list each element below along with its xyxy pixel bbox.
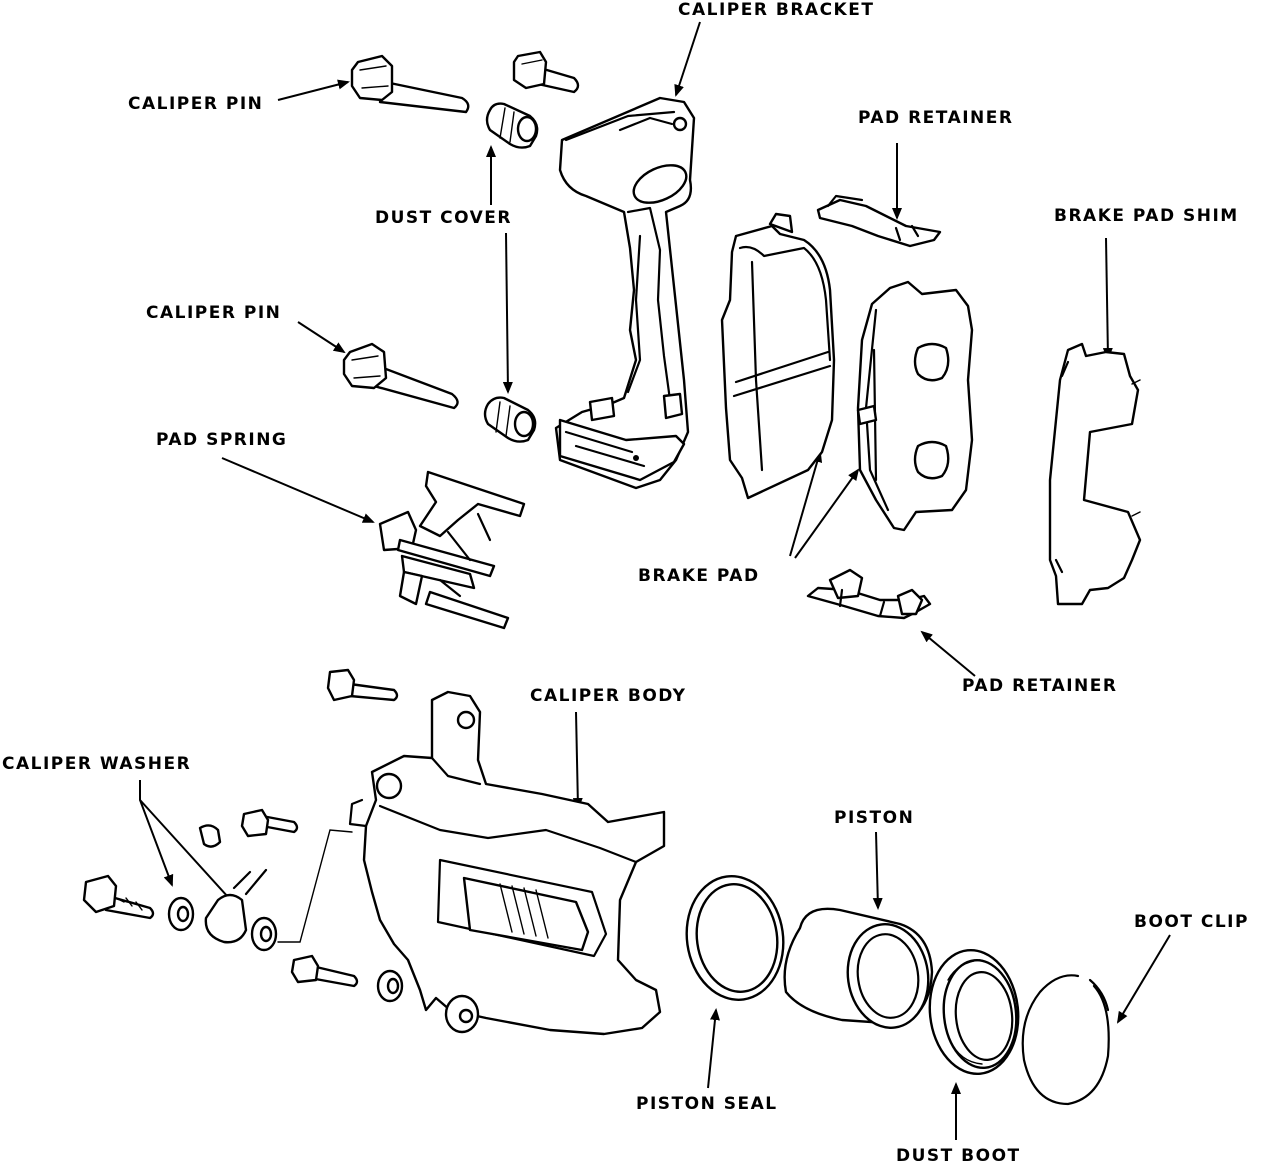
caliper-pin-mid	[342, 342, 459, 410]
label-caliper-pin-top: CALIPER PIN	[128, 94, 264, 114]
label-pad-spring: PAD SPRING	[156, 430, 288, 450]
banjo-fitting	[204, 868, 268, 944]
leader-caliper-body	[572, 711, 583, 810]
pad-spring	[378, 470, 526, 630]
leader-piston-seal	[707, 1008, 720, 1089]
piston	[783, 907, 934, 1029]
bleeder-screw	[198, 808, 299, 848]
label-dust-boot: DUST BOOT	[896, 1146, 1021, 1166]
dust-boot	[928, 948, 1020, 1076]
leader-boot-clip	[1116, 934, 1171, 1024]
pad-retainer-top	[816, 194, 942, 248]
label-caliper-body: CALIPER BODY	[530, 686, 687, 706]
leader-caliper-pin-top	[277, 79, 350, 101]
bolt-lower	[290, 954, 359, 988]
brake-pad-front	[720, 212, 836, 500]
label-caliper-washer: CALIPER WASHER	[2, 754, 192, 774]
label-brake-pad: BRAKE PAD	[638, 566, 760, 586]
label-brake-pad-shim: BRAKE PAD SHIM	[1054, 206, 1239, 226]
label-pad-retainer-bottom: PAD RETAINER	[962, 676, 1118, 696]
caliper-pin-top	[350, 54, 470, 114]
bleed-bolt-top	[326, 668, 399, 702]
caliper-body	[348, 690, 666, 1036]
leader-caliper-bracket	[674, 21, 701, 97]
pin-boot	[376, 969, 404, 1003]
caliper-bracket	[554, 96, 696, 490]
label-piston: PISTON	[834, 808, 915, 828]
label-caliper-bracket: CALIPER BRACKET	[678, 0, 875, 20]
bolt-top	[512, 50, 580, 94]
hose-guide-line	[277, 829, 353, 943]
pad-retainer-bottom	[806, 568, 932, 620]
label-dust-cover: DUST COVER	[375, 208, 513, 228]
leader-caliper-washer-2	[139, 799, 240, 910]
leader-caliper-pin-mid	[297, 321, 346, 354]
label-pad-retainer-top: PAD RETAINER	[858, 108, 1014, 128]
leader-caliper-washer-1	[139, 780, 174, 887]
leader-brake-pad-shim	[1102, 237, 1113, 360]
caliper-washer-left	[167, 896, 195, 932]
label-piston-seal: PISTON SEAL	[636, 1094, 778, 1114]
banjo-bolt	[82, 874, 155, 920]
piston-seal	[685, 875, 785, 1001]
leader-pad-retainer-bottom	[920, 630, 976, 677]
caliper-washer-right	[250, 916, 278, 952]
leader-dust-cover-down	[502, 232, 513, 394]
dust-cover-bottom	[483, 396, 537, 443]
brake-pad-shim	[1048, 342, 1142, 606]
leader-lines	[139, 21, 1171, 1140]
label-boot-clip: BOOT CLIP	[1134, 912, 1249, 932]
leader-brake-pad-2	[794, 468, 860, 559]
leader-piston	[872, 831, 883, 910]
leader-brake-pad-1	[789, 450, 823, 557]
dust-cover-top	[485, 102, 539, 149]
brake-pad-rear	[856, 280, 974, 532]
leader-pad-spring	[221, 457, 375, 523]
boot-clip	[1021, 974, 1110, 1106]
label-caliper-pin-mid: CALIPER PIN	[146, 303, 282, 323]
